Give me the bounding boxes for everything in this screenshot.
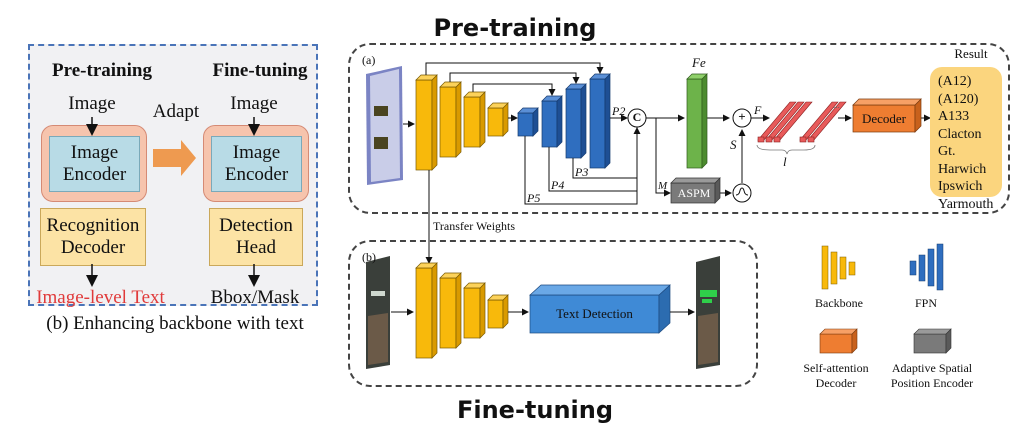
p3-label: P3	[575, 165, 589, 179]
p4-label: P4	[551, 178, 565, 192]
fpn-block-3	[565, 83, 587, 159]
m-label: M	[658, 180, 668, 192]
pretraining-heading: Pre-training	[433, 14, 597, 42]
result-item: Gt.	[938, 144, 956, 159]
plus-symbol: +	[738, 109, 746, 124]
finetune-input-image	[366, 256, 390, 369]
fpn-block-2	[541, 95, 563, 148]
finetuning-heading: Fine-tuning	[456, 396, 614, 424]
token-brace	[756, 144, 816, 155]
s-label: S	[730, 137, 737, 152]
adapt-label: Adapt	[152, 101, 200, 122]
legend-self-attention-label: Self-attention Decoder	[803, 361, 869, 390]
result-item: (A120)	[938, 91, 979, 107]
backbone-pretrain	[415, 74, 509, 171]
l-label: l	[783, 154, 787, 169]
backbone-block-1	[415, 74, 438, 171]
detection-head: Detection Head	[209, 208, 303, 266]
legend-aspe-label: Adaptive Spatial Position Encoder	[890, 361, 974, 390]
text-detection-label: Text Detection	[556, 306, 633, 321]
result-box: (A12) (A120) A133 Clacton Gt. Harwich Ip…	[930, 67, 1002, 212]
backbone-block-2	[439, 81, 462, 158]
p5-label: P5	[527, 191, 541, 205]
fe-feature-block	[686, 73, 708, 169]
input-sign-image	[366, 66, 403, 185]
sigmoid-node	[732, 183, 752, 203]
adapt-arrow-icon	[153, 140, 196, 176]
backbone-ft-block-4	[487, 294, 509, 329]
aspm-label: ASPM	[677, 186, 711, 200]
token-sequence	[757, 101, 847, 143]
aspm-block	[670, 177, 721, 204]
recognition-decoder: Recognition Decoder	[40, 208, 146, 266]
main-path	[646, 114, 931, 197]
legend-aspe-icon	[913, 328, 952, 354]
finetune-tag: (b)	[362, 250, 376, 264]
add-node	[732, 108, 752, 128]
text-detection-block	[529, 284, 671, 334]
finetune-output-image	[696, 256, 720, 369]
sigmoid-icon	[735, 187, 749, 196]
fine-image-encoder: Image Encoder	[211, 136, 302, 192]
fine-input-label: Image	[230, 93, 278, 114]
pretrain-tag: (a)	[362, 53, 376, 67]
transfer-weights-label: Transfer Weights	[433, 219, 516, 233]
pretraining-title: Pre-training	[52, 60, 152, 81]
fe-label: Fe	[692, 55, 706, 70]
bbox-mask-output: Bbox/Mask	[210, 287, 300, 308]
result-item: Ipswich	[938, 179, 983, 194]
backbone-block-4	[487, 102, 509, 137]
legend-backbone-icon	[821, 245, 856, 290]
image-level-text-output: Image-level Text	[36, 287, 165, 308]
pre-input-label: Image	[68, 93, 116, 114]
result-item: Harwich	[938, 161, 987, 177]
result-item: Clacton	[938, 126, 982, 142]
left-caption: (b) Enhancing backbone with text	[46, 313, 304, 334]
finetuning-title: Fine-tuning	[212, 60, 308, 81]
legend-fpn-label: FPN	[914, 296, 937, 310]
backbone-ft-block-2	[439, 272, 462, 349]
fpn-block-1	[517, 107, 539, 137]
skip-connections	[425, 62, 604, 96]
backbone-ft-block-3	[463, 282, 486, 339]
result-item: Yarmouth	[938, 196, 994, 212]
finetune-panel	[348, 240, 758, 387]
p2-label: P2	[612, 104, 626, 118]
pyramid-connections	[524, 114, 641, 205]
backbone-finetune	[415, 262, 509, 359]
decoder-block	[852, 98, 922, 133]
f-label: F	[754, 103, 762, 117]
fpn-pretrain	[517, 73, 611, 169]
backbone-ft-block-1	[415, 262, 438, 359]
legend-self-attention-icon	[819, 328, 858, 354]
concat-symbol: C	[632, 110, 642, 124]
ellipsis: ...	[833, 100, 840, 110]
pretrain-panel	[348, 43, 1010, 214]
backbone-block-3	[463, 91, 486, 148]
fpn-block-4	[589, 73, 611, 169]
legend-fpn-icon	[909, 243, 944, 291]
decoder-label: Decoder	[861, 111, 907, 126]
legend-backbone-label: Backbone	[815, 296, 863, 310]
result-title: Result	[954, 46, 988, 61]
pre-image-encoder: Image Encoder	[49, 136, 140, 192]
result-item: A133	[938, 109, 970, 124]
result-item: (A12)	[938, 74, 972, 89]
left-panel-arrows	[86, 117, 260, 287]
